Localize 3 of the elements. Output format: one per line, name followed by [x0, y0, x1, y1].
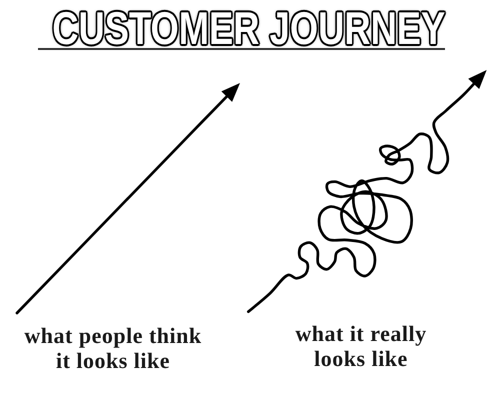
caption: what people think it looks like: [23, 322, 203, 372]
title: CUSTOMER JOURNEY: [52, 10, 446, 46]
caption: what it really looks like: [294, 320, 428, 370]
